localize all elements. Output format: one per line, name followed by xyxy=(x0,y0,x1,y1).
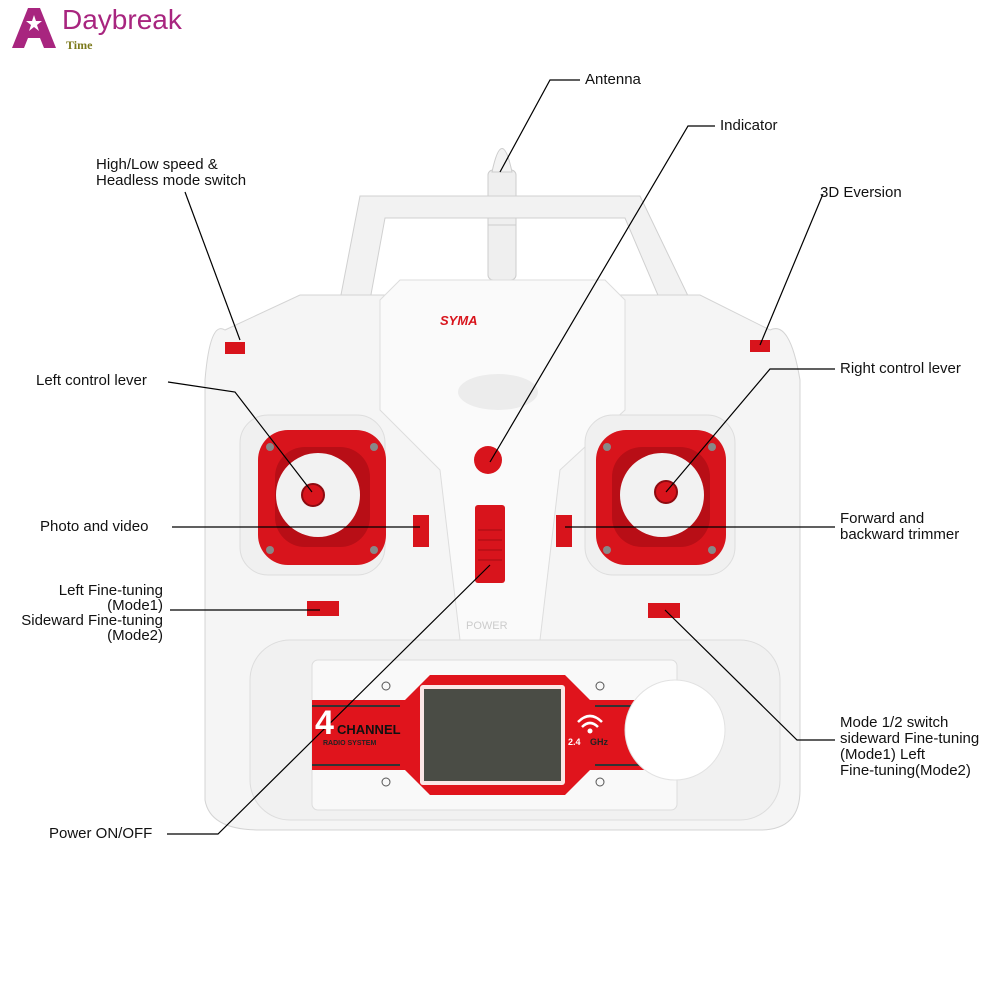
label-indicator: Indicator xyxy=(720,117,778,134)
label-power: Power ON/OFF xyxy=(49,825,153,842)
label-left-fine-2: (Mode1) xyxy=(107,597,163,614)
label-trimmer-1: Forward and xyxy=(840,510,925,527)
label-speed-switch-1: High/Low speed & xyxy=(96,156,218,173)
label-left-fine-1: Left Fine-tuning xyxy=(58,582,163,599)
label-antenna: Antenna xyxy=(585,71,641,88)
left-gimbal xyxy=(239,414,386,576)
label-trimmer-2: backward trimmer xyxy=(840,526,960,543)
logo-icon xyxy=(12,8,56,48)
brand-logo: SYMA xyxy=(440,313,478,328)
panel-title: CHANNEL xyxy=(337,722,401,737)
label-right-lever: Right control lever xyxy=(840,360,961,377)
label-mode-switch-4: Fine-tuning(Mode2) xyxy=(840,762,971,779)
leader-lines xyxy=(167,79,835,835)
label-mode-switch-3: (Mode1) Left xyxy=(840,746,926,763)
label-mode-switch-2: sideward Fine-tuning xyxy=(840,730,980,747)
logo-name: Daybreak xyxy=(62,4,182,35)
label-mode-switch-1: Mode 1/2 switch xyxy=(840,714,949,731)
frequency-b: GHz xyxy=(590,737,608,747)
label-left-lever: Left control lever xyxy=(36,372,147,389)
logo-sub: Time xyxy=(66,38,93,52)
right-gimbal xyxy=(584,414,736,576)
label-speed-switch-2: Headless mode switch xyxy=(96,172,247,189)
label-eversion: 3D Eversion xyxy=(820,184,902,201)
power-text: POWER xyxy=(466,620,508,632)
panel-number: 4 xyxy=(315,704,334,742)
label-left-fine-4: (Mode2) xyxy=(107,627,163,644)
frequency-a: 2.4 xyxy=(568,737,581,747)
label-photo-video: Photo and video xyxy=(40,518,149,535)
label-left-fine-3: Sideward Fine-tuning xyxy=(21,612,163,629)
panel-subtitle: RADIO SYSTEM xyxy=(323,740,377,747)
